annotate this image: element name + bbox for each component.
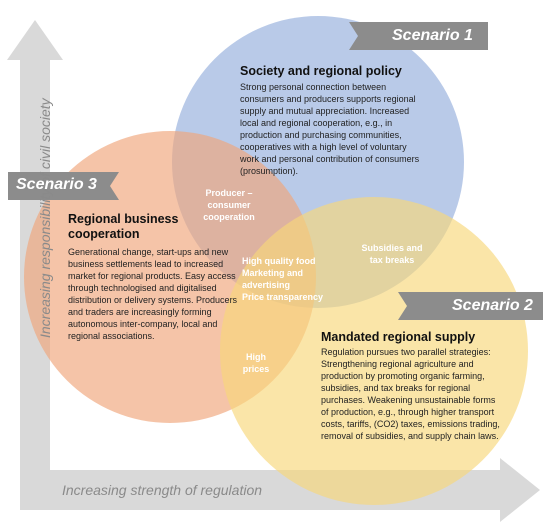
center-overlap-list: High quality food Marketing and advertis…	[242, 255, 352, 303]
overlap-s2-s3-label: High prices	[242, 352, 270, 374]
scenario1-text: Strong personal connection between consu…	[240, 82, 420, 176]
scenario3-label: Scenario 3	[16, 176, 97, 193]
scenario1-label-box	[349, 22, 488, 50]
scenario1-label: Scenario 1	[392, 27, 473, 44]
y-axis-label: Increasing responsibility of civil socie…	[37, 98, 53, 338]
center-item: High quality food	[242, 256, 316, 266]
scenario3-text: Generational change, start-ups and new b…	[68, 247, 238, 341]
scenario2-title: Mandated regional supply	[321, 330, 476, 344]
scenario2-label-box	[398, 292, 543, 320]
scenario1-title: Society and regional policy	[240, 64, 402, 78]
overlap-s1-s2-label: Subsidies and tax breaks	[361, 243, 423, 265]
scenario2-circle	[220, 197, 528, 505]
scenario2-label: Scenario 2	[452, 297, 533, 314]
scenario3-title: Regional business cooperation	[68, 212, 179, 241]
x-axis-label: Increasing strength of regulation	[62, 482, 263, 498]
scenario2-text: Regulation pursues two parallel strategi…	[321, 347, 500, 441]
scenario3-label-box	[8, 172, 119, 200]
center-item: Price transparency	[242, 292, 324, 302]
overlap-s1-s3-label: Producer – consumer cooperation	[203, 188, 255, 222]
center-item: Marketing and advertising	[242, 268, 304, 290]
